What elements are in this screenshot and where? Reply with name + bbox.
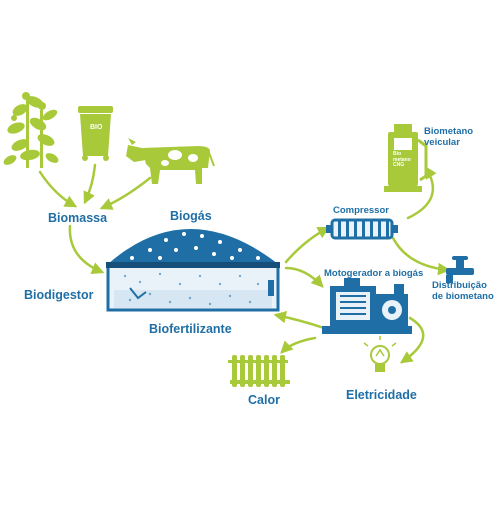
arrow-bin-to-biomassa bbox=[83, 163, 97, 205]
label-compressor: Compressor bbox=[333, 205, 389, 216]
fuel-pump-icon bbox=[384, 124, 428, 192]
compressor-icon bbox=[326, 218, 398, 240]
plant-icon bbox=[3, 92, 59, 168]
label-biometano-veicular: Biometano veicular bbox=[424, 126, 474, 148]
bio-bin-icon bbox=[78, 106, 113, 161]
arrow-to-calor bbox=[280, 336, 317, 354]
label-calor: Calor bbox=[248, 393, 280, 407]
arrow-motogerador-to-digestor bbox=[273, 310, 326, 330]
label-motogerador: Motogerador a biogás bbox=[324, 268, 424, 279]
arrow-to-veicular bbox=[406, 165, 437, 220]
flow-arrows bbox=[38, 163, 451, 364]
label-eletricidade: Eletricidade bbox=[346, 388, 417, 402]
label-biodigestor: Biodigestor bbox=[24, 288, 94, 302]
arrow-cow-to-biomassa bbox=[99, 176, 152, 210]
arrow-to-distribuicao bbox=[391, 236, 451, 276]
label-distribuicao: Distribuição de biometano bbox=[432, 280, 494, 302]
arrow-to-compressor bbox=[284, 226, 331, 264]
label-biogas: Biogás bbox=[170, 209, 212, 223]
pump-label: Bio metano CNG bbox=[393, 151, 411, 168]
label-biofertilizante: Biofertilizante bbox=[149, 322, 232, 336]
label-biomassa: Biomassa bbox=[48, 211, 108, 225]
arrow-to-motogerador bbox=[284, 266, 324, 288]
arrow-to-eletricidade bbox=[399, 316, 425, 364]
biodigestor-icon bbox=[106, 220, 280, 312]
radiator-icon bbox=[228, 355, 290, 387]
motogerador-icon bbox=[322, 278, 412, 334]
arrow-biomassa-to-biodigestor bbox=[68, 224, 105, 274]
light-bulb-icon bbox=[363, 336, 397, 372]
faucet-icon bbox=[446, 256, 474, 283]
cow-icon bbox=[126, 138, 215, 184]
arrow-plant-to-biomassa bbox=[38, 170, 78, 208]
bin-label: BIO bbox=[90, 124, 103, 131]
